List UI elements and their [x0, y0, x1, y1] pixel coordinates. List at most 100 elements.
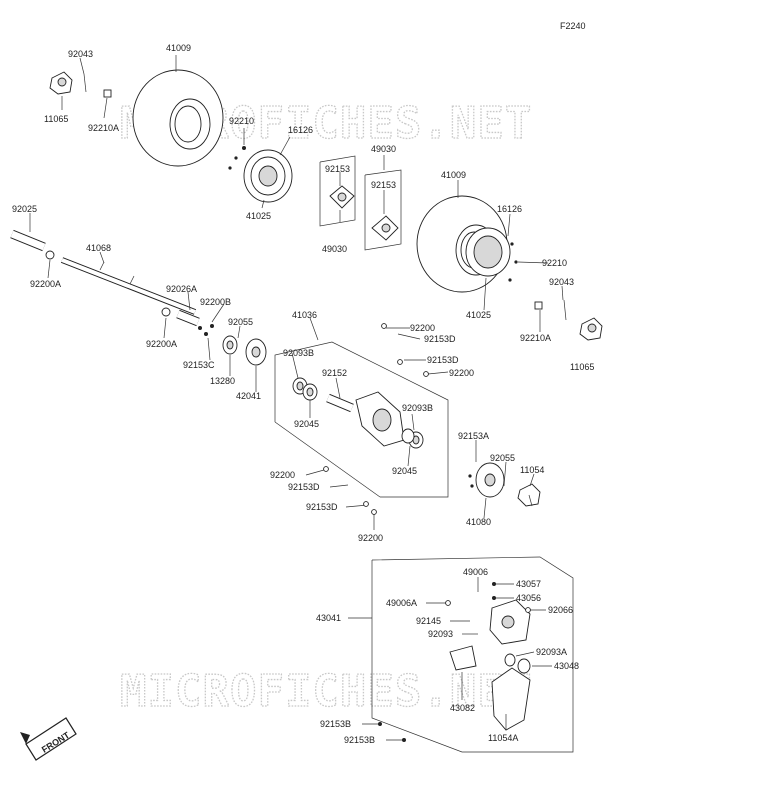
label-92093B-b: 92093B [402, 403, 433, 413]
label-92210A-b: 92210A [520, 333, 551, 343]
caliper-bracket-11054A [491, 667, 531, 731]
label-92153A: 92153A [458, 431, 489, 441]
spacer-92152 [326, 393, 354, 413]
label-41025-b: 41025 [466, 310, 491, 320]
label-92025: 92025 [12, 204, 37, 214]
axle-collar [10, 229, 46, 252]
washer-92200A-left [45, 250, 55, 260]
label-13280: 13280 [210, 376, 235, 386]
hub-box-left [319, 155, 356, 227]
figure-code: F2240 [560, 21, 586, 31]
nut-92210A-right [534, 301, 543, 310]
axle-sleeve [176, 309, 200, 327]
label-11065-b: 11065 [570, 362, 594, 372]
label-92145: 92145 [416, 616, 441, 626]
hub-housing-box [274, 341, 449, 498]
cap-nut-right [579, 317, 603, 341]
bearing-92045-left [302, 383, 318, 401]
label-16126-a: 16126 [288, 125, 313, 135]
disc-bolt-11054 [517, 483, 541, 507]
label-41080: 41080 [466, 517, 491, 527]
front-direction-badge: FRONT [20, 717, 77, 761]
label-92153D-d: 92153D [306, 502, 338, 512]
sprocket-hub-42041 [245, 338, 267, 366]
collar-13280 [222, 335, 238, 355]
tire-left [132, 69, 224, 167]
label-92200-c: 92200 [270, 470, 295, 480]
label-92200-d: 92200 [358, 533, 383, 543]
cotter-pin-right [563, 299, 567, 321]
label-92153D-b: 92153D [427, 355, 459, 365]
label-49006: 49006 [463, 567, 488, 577]
rim-left [243, 149, 293, 203]
label-16126-b: 16126 [497, 204, 522, 214]
wheel-hub-right [371, 215, 399, 241]
label-92200-b: 92200 [449, 368, 474, 378]
label-41036: 41036 [292, 310, 317, 320]
bearing-92045-right [401, 428, 415, 444]
label-41009-a: 41009 [166, 43, 191, 53]
label-92153C: 92153C [183, 360, 215, 370]
axle-shaft [60, 257, 197, 315]
hub-box-right [364, 169, 402, 251]
seal-92093A [504, 653, 516, 667]
watermark-bottom: MICROFICHES.NET [120, 666, 532, 717]
label-92153B-a: 92153B [320, 719, 351, 729]
label-92043-b: 92043 [549, 277, 574, 287]
fastener-dots [198, 146, 531, 742]
label-92045-a: 92045 [294, 419, 319, 429]
label-92200A-a: 92200A [30, 279, 61, 289]
label-49030-b: 49030 [322, 244, 347, 254]
cotter-pin-left [83, 73, 87, 93]
label-92210-b: 92210 [542, 258, 567, 268]
label-92153-b: 92153 [371, 180, 396, 190]
cap-nut-left [49, 71, 73, 95]
label-92093A: 92093A [536, 647, 567, 657]
washer-92200A-mid [161, 307, 171, 317]
nut-92210A-left [103, 89, 112, 98]
label-49006A: 49006A [386, 598, 417, 608]
leader-lines [29, 55, 564, 741]
knuckle-housing-41036 [355, 391, 405, 447]
brake-disc-41080 [475, 462, 505, 498]
label-43082: 43082 [450, 703, 475, 713]
label-11054: 11054 [520, 465, 544, 475]
label-92043-a: 92043 [68, 49, 93, 59]
label-92066: 92066 [548, 605, 573, 615]
label-43041: 43041 [316, 613, 341, 623]
label-41009-b: 41009 [441, 170, 466, 180]
label-92055-a: 92055 [228, 317, 253, 327]
brake-caliper-43041 [489, 599, 531, 645]
label-11065-a: 11065 [44, 114, 68, 124]
label-92200-a: 92200 [410, 323, 435, 333]
pad-set-43082 [449, 645, 477, 671]
label-92153B-b: 92153B [344, 735, 375, 745]
label-43056: 43056 [516, 593, 541, 603]
label-92200B: 92200B [200, 297, 231, 307]
label-41068: 41068 [86, 243, 111, 253]
label-92153D-c: 92153D [288, 482, 320, 492]
label-43048: 43048 [554, 661, 579, 671]
label-92093: 92093 [428, 629, 453, 639]
label-92093B-a: 92093B [283, 348, 314, 358]
label-92026A: 92026A [166, 284, 197, 294]
label-92152: 92152 [322, 368, 347, 378]
rim-right [465, 227, 511, 277]
label-92210-a: 92210 [229, 116, 254, 126]
label-92153D-a: 92153D [424, 334, 456, 344]
label-92210A-a: 92210A [88, 123, 119, 133]
label-49030-a: 49030 [371, 144, 396, 154]
label-92200A-b: 92200A [146, 339, 177, 349]
label-42041: 42041 [236, 391, 261, 401]
label-11054A: 11054A [488, 733, 518, 743]
wheel-hub-left [329, 185, 355, 209]
label-92045-b: 92045 [392, 466, 417, 476]
label-41025-a: 41025 [246, 211, 271, 221]
label-43057: 43057 [516, 579, 541, 589]
caliper-assembly-box [371, 556, 574, 753]
label-92153-a: 92153 [325, 164, 350, 174]
piston-43048 [517, 658, 531, 674]
part-labels: 92043 41009 11065 92210A 92210 16126 921… [12, 43, 594, 745]
